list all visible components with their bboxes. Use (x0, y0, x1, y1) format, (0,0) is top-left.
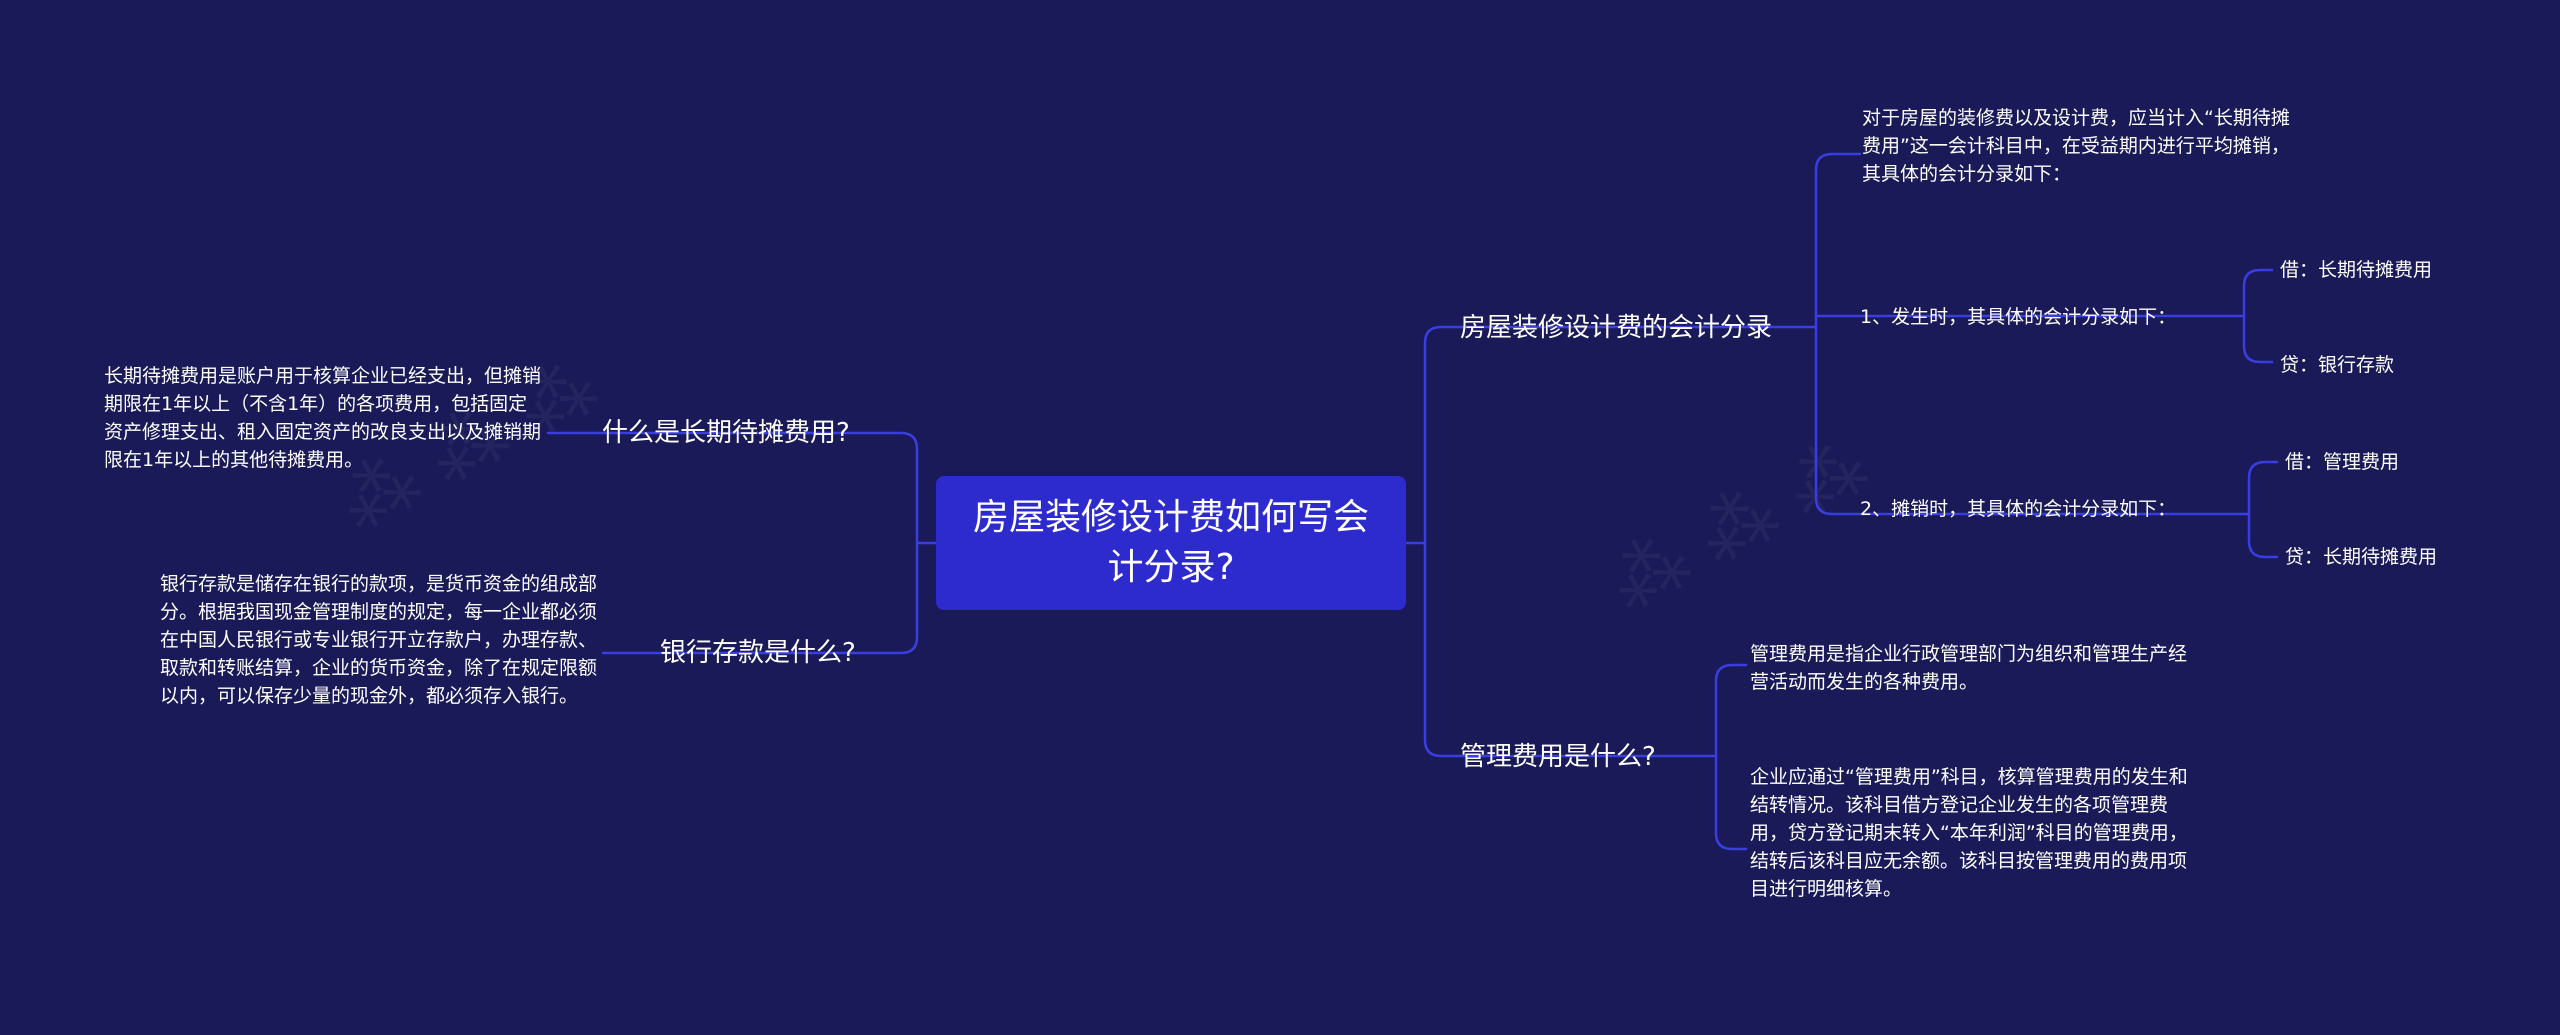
connector-right2-trunk (1680, 663, 1748, 851)
entry-amortization[interactable]: 2、摊销时，其具体的会计分录如下： (1860, 498, 2177, 520)
branch-management-expense[interactable]: 管理费用是什么? (1460, 742, 1656, 772)
management-expense-definition: 管理费用是指企业行政管理部门为组织和管理生产经营活动而发生的各种费用。 (1750, 643, 2188, 693)
root-node[interactable]: 房屋装修设计费如何写会计分录? (936, 476, 1406, 610)
connector-entry1-leaves (2218, 268, 2274, 364)
entry-occurrence[interactable]: 1、发生时，其具体的会计分录如下： (1860, 306, 2177, 328)
management-expense-accounting: 企业应通过“管理费用”科目，核算管理费用的发生和结转情况。该科目借方登记企业发生… (1750, 766, 2188, 900)
entry-occurrence-credit[interactable]: 贷：银行存款 (2280, 354, 2395, 376)
bank-deposit-text: 银行存款是储存在银行的款项，是货币资金的组成部分。根据我国现金管理制度的规定，每… (160, 573, 598, 707)
entry-amortization-credit[interactable]: 贷：长期待摊费用 (2285, 546, 2438, 568)
entry-amortization-debit[interactable]: 借：管理费用 (2285, 451, 2400, 473)
branch-bank-deposit[interactable]: 银行存款是什么? (660, 638, 856, 668)
long-term-deferred-text: 长期待摊费用是账户用于核算企业已经支出，但摊销期限在1年以上（不含1年）的各项费… (104, 365, 542, 471)
connector-right-trunk (1423, 325, 1457, 758)
entry-occurrence-debit[interactable]: 借：长期待摊费用 (2280, 259, 2433, 281)
branch-accounting-entries[interactable]: 房屋装修设计费的会计分录 (1460, 313, 1773, 343)
accounting-intro-text: 对于房屋的装修费以及设计费，应当计入“长期待摊费用”这一会计科目中，在受益期内进… (1862, 107, 2290, 185)
connector-left-trunk (885, 431, 919, 655)
branch-long-term-deferred[interactable]: 什么是长期待摊费用? (602, 418, 850, 448)
connector-right1-trunk (1788, 152, 1848, 516)
connector-entry2-leaves (2223, 460, 2279, 559)
